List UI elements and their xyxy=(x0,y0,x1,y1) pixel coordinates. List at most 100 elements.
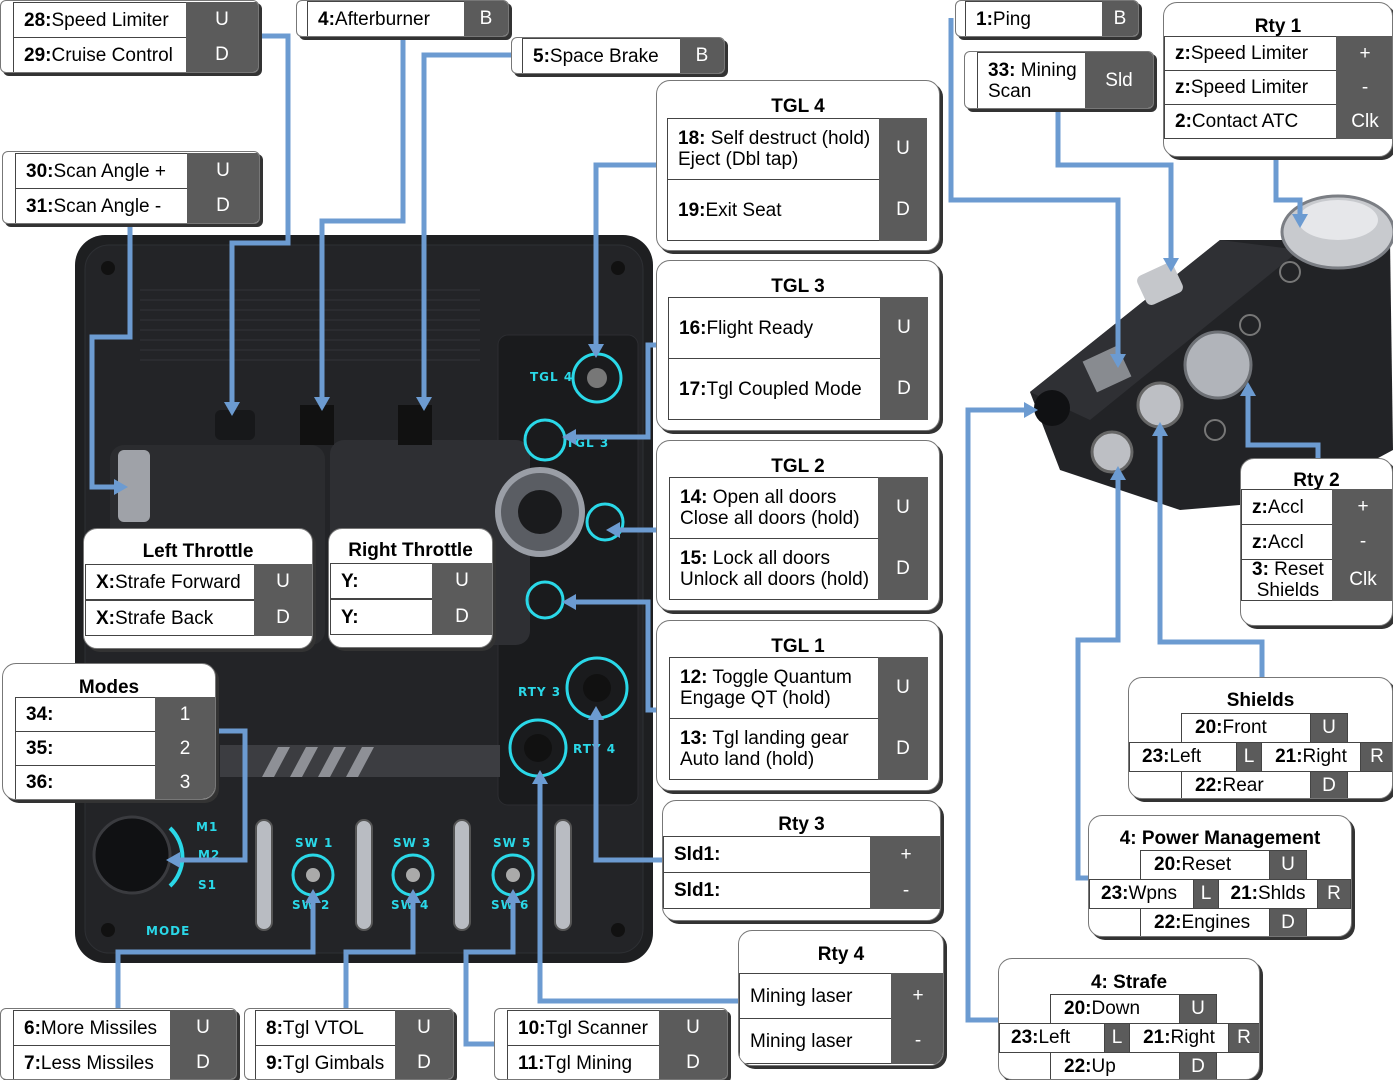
up-tag: U xyxy=(878,477,928,539)
mining-scan-row[interactable]: 33: MiningScan Sld xyxy=(977,52,1153,109)
box-title: TGL 2 xyxy=(657,457,939,477)
mapping-label: Reset xyxy=(1269,559,1324,580)
tgl4-down-row[interactable]: 19: Exit Seat D xyxy=(667,179,927,241)
down-tag: D xyxy=(432,599,492,635)
mode-2-row[interactable]: 35: 2 xyxy=(15,731,215,766)
mapping-key: X: xyxy=(96,572,115,593)
mapping-key: 18: xyxy=(678,128,705,149)
speed-limiter-row[interactable]: 28: Speed Limiter U xyxy=(13,2,258,38)
up-tag: U xyxy=(395,1010,453,1046)
tgl3-box: TGL 3 16: Flight Ready U 17: Tgl Coupled… xyxy=(656,260,940,431)
right-throttle-down-row[interactable]: Y: D xyxy=(330,599,492,635)
mapping-label: Open all doors xyxy=(707,487,836,508)
mapping-key: 22: xyxy=(1195,775,1222,797)
scan-angle-up-row[interactable]: 30: Scan Angle + U xyxy=(15,153,259,189)
rty4-minus-row[interactable]: Mining laser - xyxy=(739,1018,944,1064)
speed-limiter-box: 28: Speed Limiter U 29: Cruise Control D xyxy=(0,0,259,73)
vtol-row[interactable]: 8: Tgl VTOL U xyxy=(255,1010,453,1046)
tgl3-down-row[interactable]: 17: Tgl Coupled Mode D xyxy=(668,358,928,420)
rty2-plus-row[interactable]: z: Accl + xyxy=(1241,489,1393,525)
wire-strafe xyxy=(968,410,1032,1020)
rty4-box: Rty 4 Mining laser + Mining laser - xyxy=(738,930,944,1066)
mapping-key: 23: xyxy=(1011,1027,1038,1049)
down-tag: D xyxy=(187,188,259,224)
shields-right-cell[interactable]: 21: Right xyxy=(1261,742,1361,772)
wire-missiles xyxy=(118,895,313,1009)
mapping-label-line2: Eject (Dbl tap) xyxy=(678,149,798,170)
mining-row[interactable]: 11: Tgl Mining D xyxy=(507,1045,727,1080)
tgl2-up-row[interactable]: 14: Open all doorsClose all doors (hold)… xyxy=(669,477,928,539)
mode-number-tag: 1 xyxy=(155,697,215,732)
rty3-minus-row[interactable]: Sld1: - xyxy=(663,872,941,909)
box-title: Rty 3 xyxy=(663,815,940,835)
mapping-key: 35: xyxy=(26,738,53,759)
mode-number-tag: 2 xyxy=(155,731,215,766)
down-tag: D xyxy=(1310,771,1348,799)
mapping-key: 8: xyxy=(266,1018,283,1039)
mapping-label: Accl xyxy=(1268,497,1304,518)
gimbals-row[interactable]: 9: Tgl Gimbals D xyxy=(255,1045,453,1080)
rty2-click-row[interactable]: 3: ResetShields Clk xyxy=(1241,559,1393,601)
mapping-label: Tgl VTOL xyxy=(283,1018,364,1039)
left-throttle-up-row[interactable]: X: Strafe Forward U xyxy=(85,564,312,600)
mapping-key: 17: xyxy=(679,379,706,400)
strafe-up-cell[interactable]: 20: Down xyxy=(1050,994,1180,1024)
tgl4-box: TGL 4 18: Self destruct (hold)Eject (Dbl… xyxy=(656,80,940,251)
more-missiles-row[interactable]: 6: More Missiles U xyxy=(13,1010,236,1046)
wire-rty2 xyxy=(1248,388,1318,458)
wire-tgl4 xyxy=(596,165,656,352)
mode-3-row[interactable]: 36: 3 xyxy=(15,765,215,800)
down-tag: D xyxy=(254,600,312,636)
mapping-label: Front xyxy=(1222,717,1266,739)
power-left-cell[interactable]: 23: Wpns xyxy=(1089,879,1194,909)
shields-up-cell[interactable]: 20: Front xyxy=(1181,713,1311,743)
rty1-click-row[interactable]: 2: Contact ATC Clk xyxy=(1164,104,1393,139)
shields-down-cell[interactable]: 22: Rear xyxy=(1181,771,1311,799)
mapping-key: 20: xyxy=(1064,998,1091,1020)
mapping-key: 11: xyxy=(518,1053,544,1074)
shields-left-cell[interactable]: 23: Left xyxy=(1129,742,1237,772)
cruise-control-row[interactable]: 29: Cruise Control D xyxy=(13,37,258,73)
mapping-key: z: xyxy=(1252,532,1268,553)
power-up-cell[interactable]: 20: Reset xyxy=(1140,850,1270,880)
right-tag: R xyxy=(1228,1023,1260,1053)
down-tag: D xyxy=(395,1045,453,1080)
ping-row[interactable]: 1: Ping B xyxy=(965,1,1138,37)
less-missiles-row[interactable]: 7: Less Missiles D xyxy=(13,1045,236,1080)
tgl1-up-row[interactable]: 12: Toggle QuantumEngage QT (hold) U xyxy=(669,657,928,719)
strafe-right-cell[interactable]: 21: Right xyxy=(1129,1023,1229,1053)
button-tag: B xyxy=(1102,1,1138,37)
left-throttle-down-row[interactable]: X: Strafe Back D xyxy=(85,600,312,636)
tgl2-down-row[interactable]: 15: Lock all doorsUnlock all doors (hold… xyxy=(669,538,928,600)
tgl1-down-row[interactable]: 13: Tgl landing gearAuto land (hold) D xyxy=(669,718,928,780)
tgl3-up-row[interactable]: 16: Flight Ready U xyxy=(668,297,928,359)
mode-1-row[interactable]: 34: 1 xyxy=(15,697,215,732)
tgl4-up-row[interactable]: 18: Self destruct (hold)Eject (Dbl tap) … xyxy=(667,118,927,180)
scanner-row[interactable]: 10: Tgl Scanner U xyxy=(507,1010,727,1046)
mapping-label: Mining laser xyxy=(750,1031,852,1052)
rty1-plus-row[interactable]: z: Speed Limiter + xyxy=(1164,36,1393,71)
strafe-down-cell[interactable]: 22: Up xyxy=(1050,1052,1180,1080)
plus-tag: + xyxy=(891,973,944,1019)
rty1-minus-row[interactable]: z: Speed Limiter - xyxy=(1164,70,1393,105)
strafe-left-cell[interactable]: 23: Left xyxy=(999,1023,1105,1053)
rty2-minus-row[interactable]: z: Accl - xyxy=(1241,524,1393,560)
rty4-plus-row[interactable]: Mining laser + xyxy=(739,973,944,1019)
power-down-cell[interactable]: 22: Engines xyxy=(1140,908,1270,937)
space-brake-row[interactable]: 5: Space Brake B xyxy=(522,38,724,74)
rty3-plus-row[interactable]: Sld1: + xyxy=(663,836,941,873)
click-tag: Clk xyxy=(1332,559,1393,601)
mapping-label: Left xyxy=(1038,1027,1070,1049)
mapping-label: Left xyxy=(1169,746,1201,768)
mapping-label: Flight Ready xyxy=(706,318,813,339)
mapping-label: Shlds xyxy=(1258,883,1306,905)
right-throttle-up-row[interactable]: Y: U xyxy=(330,563,492,599)
up-tag: U xyxy=(187,153,259,189)
box-title: Left Throttle xyxy=(84,542,312,562)
power-right-cell[interactable]: 21: Shlds xyxy=(1218,879,1318,909)
scan-angle-box: 30: Scan Angle + U 31: Scan Angle - D xyxy=(2,151,260,224)
scan-angle-down-row[interactable]: 31: Scan Angle - D xyxy=(15,188,259,224)
afterburner-row[interactable]: 4: Afterburner B xyxy=(307,1,508,37)
up-tag: U xyxy=(1310,713,1348,743)
box-title: TGL 4 xyxy=(657,97,939,117)
